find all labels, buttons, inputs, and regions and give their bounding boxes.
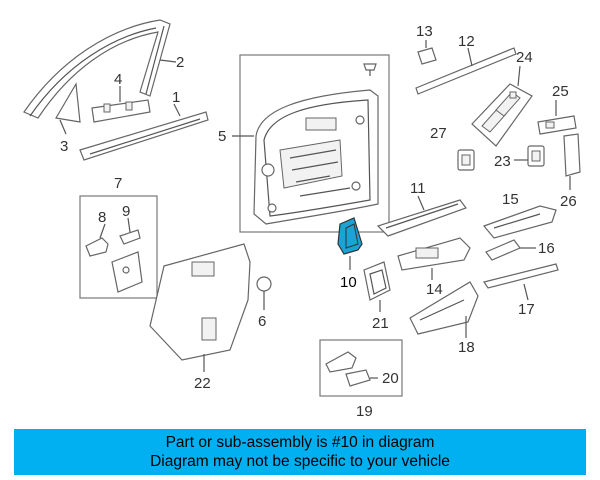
- part-door-panel: [232, 54, 390, 233]
- callout-20: 20: [382, 370, 399, 387]
- callout-7: 7: [114, 175, 122, 192]
- callout-6: 6: [258, 313, 266, 330]
- callout-27: 27: [430, 125, 447, 142]
- callout-19: 19: [356, 403, 373, 420]
- part-small-bracket: [485, 239, 536, 261]
- callout-21: 21: [372, 315, 389, 332]
- callout-18: 18: [458, 339, 475, 356]
- part-trim-piece: [91, 86, 151, 123]
- callout-9: 9: [122, 203, 130, 220]
- banner-line-disclaimer: Diagram may not be specific to your vehi…: [150, 453, 450, 470]
- callout-26: 26: [560, 193, 577, 210]
- part-belt-molding: [79, 103, 209, 161]
- part-bracket-group: [79, 195, 158, 299]
- part-lower-panel: [409, 281, 479, 338]
- parts-diagram: 1 2 3 4 5 6 7 8 9 10 11 12 13 14 15 16 1…: [23, 19, 581, 420]
- part-pull-handle: [482, 205, 557, 239]
- callout-10: 10: [340, 274, 357, 291]
- part-armrest: [397, 237, 471, 280]
- part-bracket-frame: [363, 261, 391, 312]
- part-window-switch: [471, 65, 533, 147]
- part-vertical-bezel: [563, 133, 581, 190]
- callout-15: 15: [502, 191, 519, 208]
- part-10-highlighted: [337, 217, 363, 270]
- callout-14: 14: [426, 281, 443, 298]
- callout-13: 13: [416, 23, 433, 40]
- callout-16: 16: [538, 240, 555, 257]
- info-banner: Part or sub-assembly is #10 in diagram D…: [14, 429, 586, 475]
- part-insulation-sheet: [149, 243, 251, 372]
- callout-8: 8: [98, 209, 106, 226]
- part-clip: [256, 276, 272, 310]
- callout-2: 2: [176, 54, 184, 71]
- banner-line-part-number: Part or sub-assembly is #10 in diagram: [165, 434, 435, 451]
- callout-12: 12: [458, 33, 475, 50]
- callout-labels: 1 2 3 4 5 6 7 8 9 10 11 12 13 14 15 16 1…: [60, 23, 577, 420]
- callout-25: 25: [552, 83, 569, 100]
- part-mirror-switch: [457, 149, 475, 171]
- callout-23: 23: [494, 153, 511, 170]
- part-handle-group: [319, 339, 403, 397]
- callout-11: 11: [410, 180, 426, 197]
- part-outer-molding: [415, 47, 517, 95]
- callout-17: 17: [518, 301, 535, 318]
- part-switch: [537, 100, 577, 135]
- callout-22: 22: [194, 375, 211, 392]
- part-door-frame-molding: [23, 19, 177, 135]
- part-lock-switch: [514, 145, 545, 167]
- part-garnish-strip: [376, 195, 467, 237]
- callout-5: 5: [218, 128, 226, 145]
- part-weatherstrip: [483, 263, 559, 301]
- part-top-clip: [417, 40, 437, 65]
- callout-4: 4: [114, 71, 122, 88]
- callout-24: 24: [516, 49, 533, 66]
- callout-3: 3: [60, 138, 68, 155]
- callout-1: 1: [172, 89, 180, 106]
